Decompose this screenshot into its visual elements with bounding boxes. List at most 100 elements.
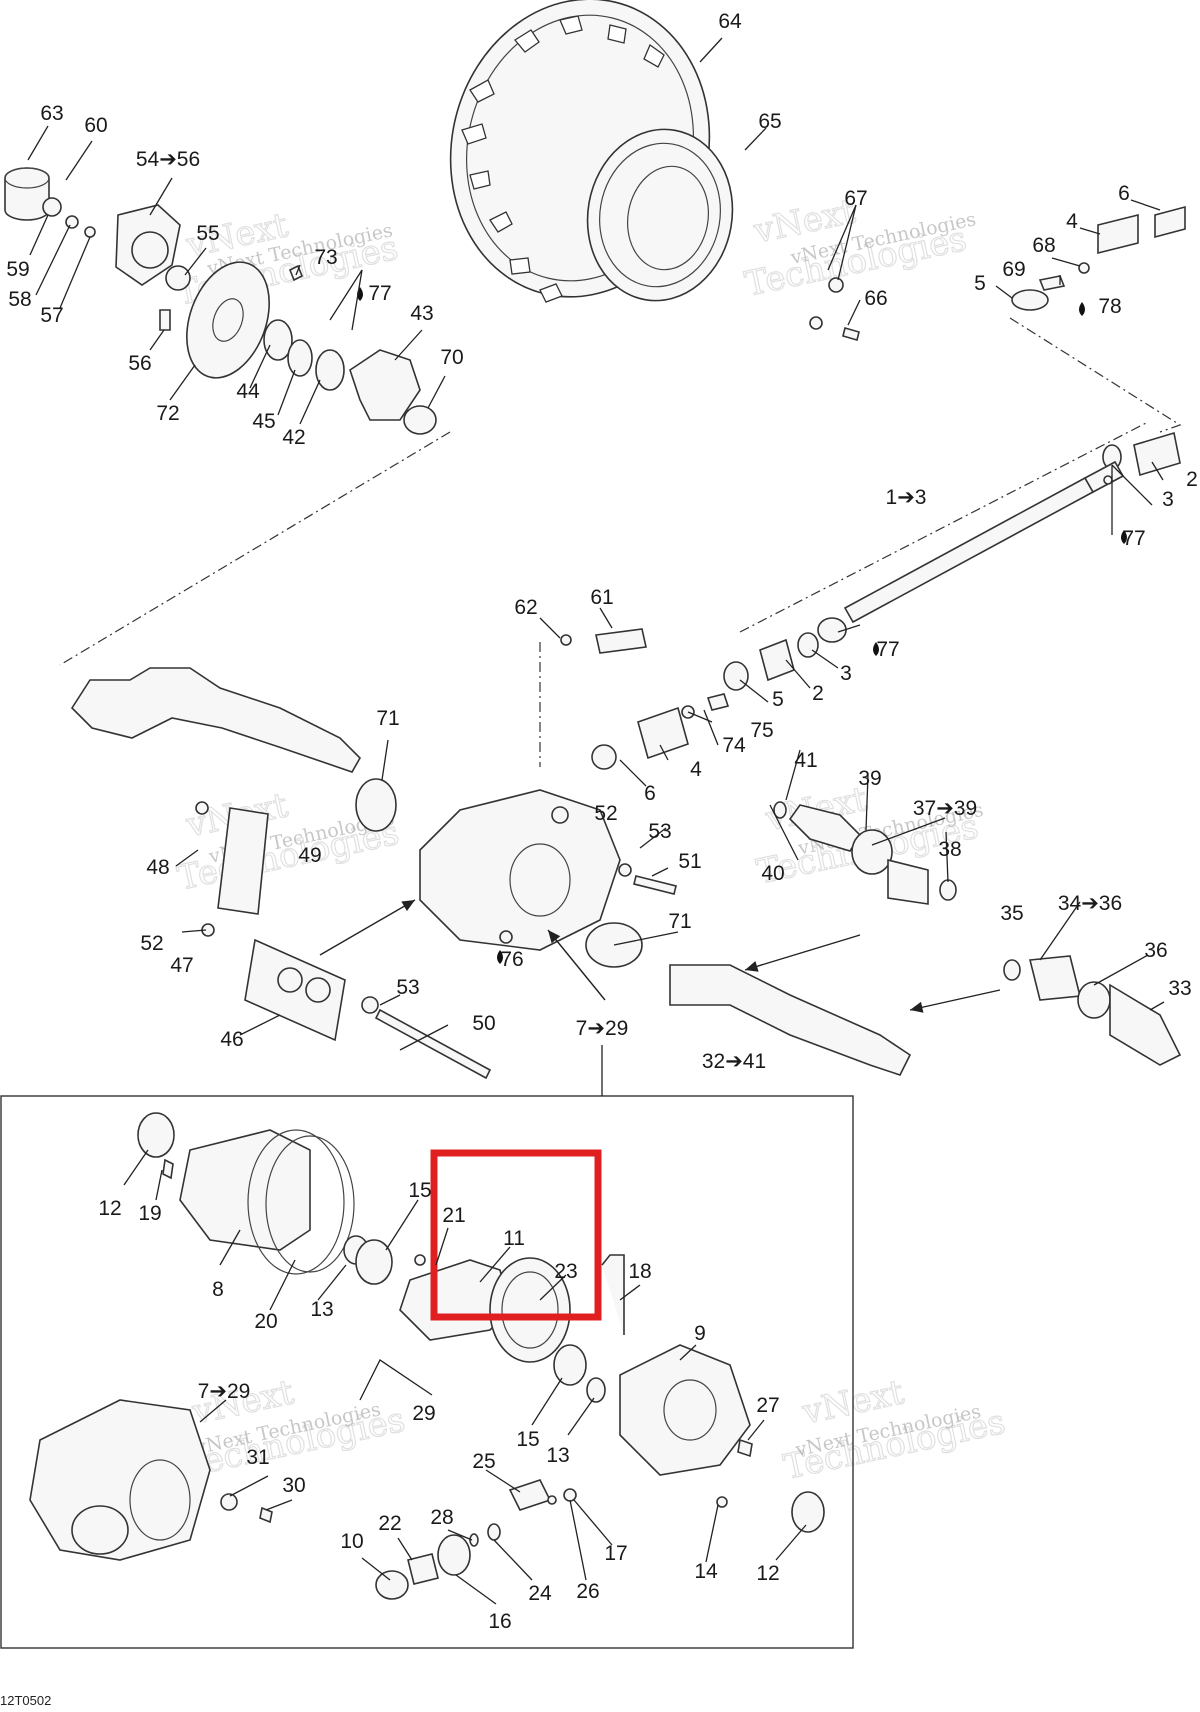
part-callout-18: 18 [628,1260,651,1283]
part-callout-52b: 52 [140,932,163,955]
part-callout-2b: 2 [812,682,824,705]
part-callout-1-3: 1➔3 [886,486,927,509]
part-callout-66: 66 [864,287,887,310]
part-callout-3a: 3 [1162,488,1174,511]
part-callout-77b: 77 [1122,527,1145,550]
part-callout-53a: 53 [648,820,671,843]
part-callout-50: 50 [472,1012,495,1035]
part-callout-74: 74 [722,734,746,757]
part-callout-16: 16 [488,1610,511,1633]
part-callout-32-41: 32➔41 [702,1050,766,1073]
part-callout-7-29b: 7➔29 [198,1380,251,1403]
part-callout-57: 57 [40,304,63,327]
part-callout-24: 24 [528,1582,552,1605]
part-callout-54-56: 54➔56 [136,148,200,171]
breather-parts [539,628,647,767]
part-callout-19: 19 [138,1202,161,1225]
part-callout-67: 67 [844,187,867,210]
part-callout-28: 28 [430,1506,453,1529]
part-callout-61: 61 [590,586,613,609]
part-callout-69: 69 [1002,258,1025,281]
part-callout-55: 55 [196,222,219,245]
part-callout-35: 35 [1000,902,1023,925]
part-callout-78: 78 [1098,295,1121,318]
part-callout-48: 48 [146,856,169,879]
part-callout-46: 46 [220,1028,243,1051]
part-callout-5a: 5 [974,272,986,295]
part-callout-6b: 6 [644,782,656,805]
part-callout-73: 73 [314,246,337,269]
part-callout-39: 39 [858,767,881,790]
part-callout-33: 33 [1168,977,1191,1000]
highlight-box [430,1149,602,1321]
part-callout-10: 10 [340,1530,363,1553]
part-callout-17: 17 [604,1542,627,1565]
part-callout-45: 45 [252,410,275,433]
figure-code: 12T0502 [0,1693,51,1708]
part-callout-22: 22 [378,1512,401,1535]
part-callout-71b: 71 [668,910,691,933]
part-callout-7-29a: 7➔29 [576,1017,629,1040]
part-callout-71a: 71 [376,707,399,730]
part-callout-36: 36 [1144,939,1167,962]
part-callout-76: 76 [500,948,523,971]
part-callout-4a: 4 [1066,210,1078,233]
part-callout-60: 60 [84,114,107,137]
part-callout-68: 68 [1032,234,1055,257]
part-callout-25: 25 [472,1450,495,1473]
part-callout-26: 26 [576,1580,599,1603]
part-callout-70: 70 [440,346,463,369]
part-callout-2a: 2 [1186,468,1198,491]
part-callout-62: 62 [514,596,537,619]
part-callout-12b: 12 [756,1562,779,1585]
part-callout-34-36: 34➔36 [1058,892,1122,915]
left-axle [70,667,397,832]
part-callout-56: 56 [128,352,151,375]
part-callout-43: 43 [410,302,433,325]
part-callout-6a: 6 [1118,182,1130,205]
part-callout-13a: 13 [310,1298,333,1321]
part-callout-72: 72 [156,402,179,425]
part-callout-20: 20 [254,1310,277,1333]
part-callout-4b: 4 [690,758,702,781]
part-callout-14: 14 [694,1560,718,1583]
part-callout-77c: 77 [876,638,899,661]
right-cv-assembly [669,801,1182,1076]
part-callout-41: 41 [794,749,817,772]
part-callout-30: 30 [282,1474,305,1497]
callout-leaders [27,37,1165,1605]
part-callout-37-39: 37➔39 [913,797,977,820]
part-callout-59: 59 [6,258,29,281]
part-callout-65: 65 [758,110,781,133]
part-callout-3b: 3 [840,662,852,685]
hub-knuckle-assembly [4,167,437,435]
part-callout-53b: 53 [396,976,419,999]
part-callout-31: 31 [246,1446,269,1469]
part-callout-27: 27 [756,1394,779,1417]
right-axle-parts [591,205,1186,770]
part-callout-15b: 15 [516,1428,539,1451]
part-callout-40: 40 [761,862,784,885]
part-callout-51: 51 [678,850,701,873]
part-callout-38: 38 [938,838,961,861]
part-callout-23: 23 [554,1260,577,1283]
part-callout-64: 64 [718,10,742,33]
dashed-guide-lines [59,317,1182,666]
differential-housing [195,789,677,1080]
part-callout-13b: 13 [546,1444,569,1467]
part-callout-5b: 5 [772,688,784,711]
part-callout-11: 11 [503,1227,525,1250]
part-callout-29: 29 [412,1402,435,1425]
part-callout-77a: 77 [368,282,391,305]
part-callout-12a: 12 [98,1197,121,1220]
part-callout-8: 8 [212,1278,224,1301]
part-callout-58: 58 [8,288,31,311]
part-callout-52a: 52 [594,802,617,825]
callout-labels: 64656766636054➔5655595857737743705672444… [6,10,1198,1633]
part-callout-44: 44 [236,380,260,403]
part-callout-9: 9 [694,1322,706,1345]
assembly-arrows [319,899,1001,1013]
differential-detail-inset [0,1045,854,1649]
part-callout-21: 21 [442,1204,465,1227]
